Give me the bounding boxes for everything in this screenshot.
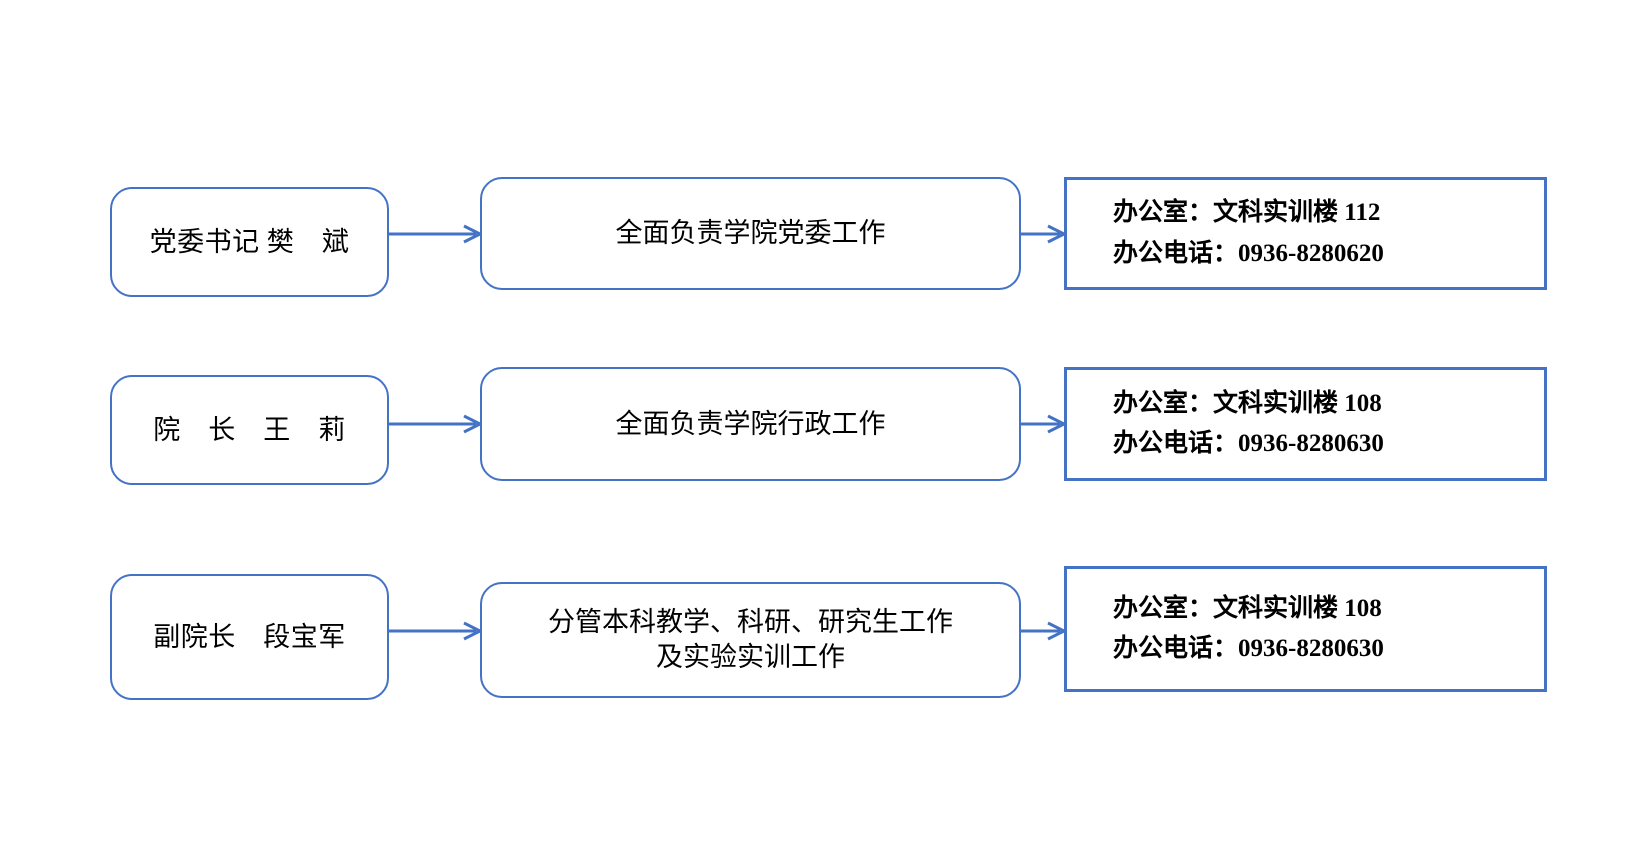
arrow-right-icon (1020, 621, 1068, 641)
arrow-person-to-duty (388, 621, 484, 641)
duty-label-line-2: 及实验实训工作 (656, 642, 845, 672)
arrow-duty-to-contact (1020, 414, 1068, 434)
arrow-right-icon (1020, 224, 1068, 244)
person-label: 副院长 段宝军 (153, 621, 346, 652)
arrow-right-icon (388, 224, 484, 244)
leadership-row-2: 院 长 王 莉 全面负责学院行政工作 办公室：文科实训楼 108 办公电话：09… (0, 367, 1638, 485)
person-box[interactable]: 党委书记 樊 斌 (110, 187, 389, 297)
person-label: 院 长 王 莉 (153, 414, 346, 445)
arrow-right-icon (388, 414, 484, 434)
office-location: 办公室：文科实训楼 108 (1113, 594, 1382, 622)
arrow-duty-to-contact (1020, 621, 1068, 641)
office-location: 办公室：文科实训楼 108 (1113, 389, 1382, 417)
arrow-person-to-duty (388, 224, 484, 244)
person-box[interactable]: 副院长 段宝军 (110, 574, 389, 700)
contact-box[interactable]: 办公室：文科实训楼 108 办公电话：0936-8280630 (1064, 367, 1547, 481)
leadership-row-3: 副院长 段宝军 分管本科教学、科研、研究生工作 及实验实训工作 办公室：文科实训… (0, 560, 1638, 702)
office-phone: 办公电话：0936-8280630 (1113, 430, 1384, 457)
person-label: 党委书记 樊 斌 (149, 226, 350, 257)
contact-box[interactable]: 办公室：文科实训楼 112 办公电话：0936-8280620 (1064, 177, 1547, 290)
duty-box[interactable]: 分管本科教学、科研、研究生工作 及实验实训工作 (480, 582, 1021, 698)
arrow-right-icon (388, 621, 484, 641)
person-box[interactable]: 院 长 王 莉 (110, 375, 389, 485)
office-phone: 办公电话：0936-8280630 (1113, 635, 1384, 662)
office-phone: 办公电话：0936-8280620 (1113, 239, 1384, 267)
arrow-duty-to-contact (1020, 224, 1068, 244)
duty-label: 全面负责学院党委工作 (615, 218, 886, 249)
duty-label-line-1: 分管本科教学、科研、研究生工作 (548, 606, 953, 637)
duty-box[interactable]: 全面负责学院党委工作 (480, 177, 1021, 290)
contact-box[interactable]: 办公室：文科实训楼 108 办公电话：0936-8280630 (1064, 566, 1547, 692)
duty-label: 全面负责学院行政工作 (615, 408, 886, 439)
office-location: 办公室：文科实训楼 112 (1113, 199, 1381, 226)
arrow-right-icon (1020, 414, 1068, 434)
duty-box[interactable]: 全面负责学院行政工作 (480, 367, 1021, 481)
leadership-row-1: 党委书记 樊 斌 全面负责学院党委工作 办公室：文科实训楼 112 办公电话：0… (0, 177, 1638, 297)
arrow-person-to-duty (388, 414, 484, 434)
